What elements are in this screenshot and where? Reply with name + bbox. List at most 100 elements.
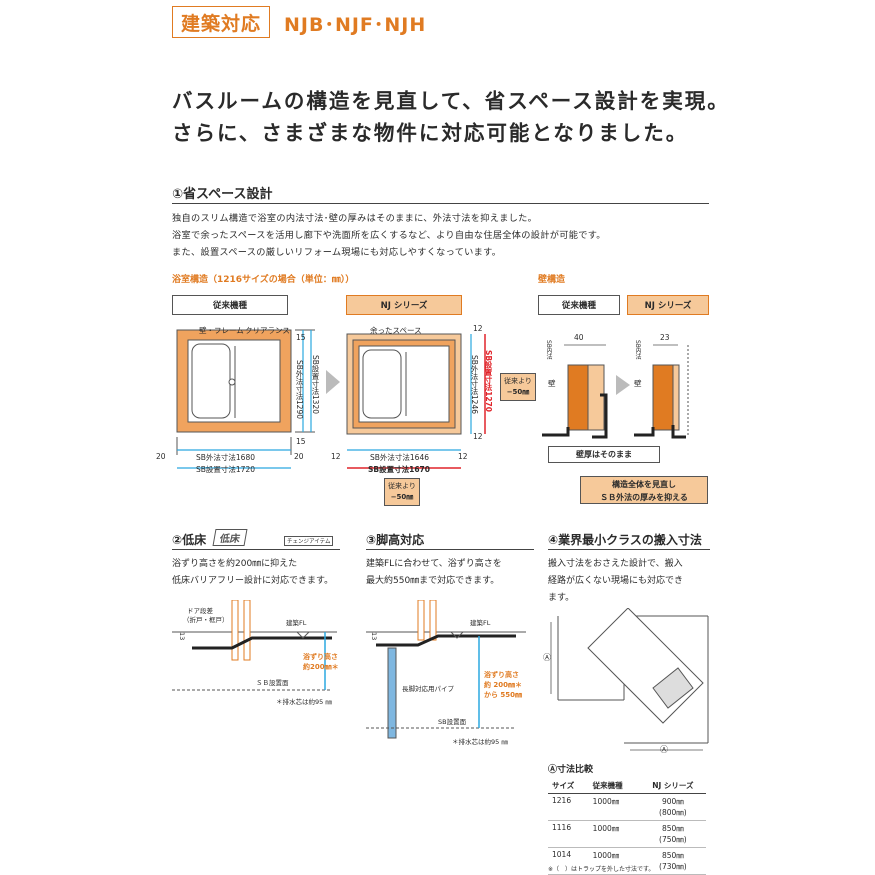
headline-line-2: さらに、さまざまな物件に対応可能となりました。: [172, 121, 689, 145]
nj-value-no-trap: (730㎜): [659, 862, 687, 871]
drain-note: ＊排水芯は約95 ㎜: [452, 738, 508, 746]
height-range-label: 浴ずり高さ 約 200㎜＊ から 550㎜: [484, 670, 522, 700]
sb-face-label: SB設置面: [438, 718, 467, 726]
divider: [548, 549, 710, 550]
arrow-right-icon: [326, 370, 340, 394]
table-row: 1116 1000㎜ 850㎜ (750㎜): [548, 820, 706, 848]
dim-20: 20: [294, 452, 304, 461]
nj-sb-outer-v: SB外法寸法1246: [470, 355, 479, 414]
badge-value: −50㎜: [390, 493, 414, 501]
low-floor-logo: 低床: [212, 529, 248, 546]
note-line: ＳＢ外法の厚みを抑える: [600, 493, 688, 502]
body-line: 浴室で余ったスペースを活用し廊下や洗面所を広くするなど、より自由な住居全体の設計…: [172, 230, 606, 241]
height-line: 約200㎜＊: [303, 663, 339, 671]
door-type-label: （折戸・框戸）: [183, 616, 229, 624]
dim-15: 15: [296, 437, 306, 446]
nj-value: 850㎜: [661, 824, 684, 833]
wall-label: 壁: [548, 379, 556, 388]
sb-face-label: ＳＢ設置面: [256, 679, 289, 687]
headline-line-1: バスルームの構造を見直して、省スペース設計を実現。: [172, 89, 730, 113]
leg-height-diagram: [366, 600, 526, 739]
wall-note-2: 構造全体を見直し ＳＢ外法の厚みを抑える: [580, 476, 708, 504]
door-step-label: ドア段差: [187, 607, 213, 615]
wall-conv-label: 従来機種: [538, 295, 620, 315]
building-fl-label: 建築FL: [286, 619, 307, 627]
wall-frame-label: 壁・フレーム: [199, 326, 244, 335]
table-cell: サイズ: [548, 778, 589, 794]
table-row: 1216 1000㎜ 900㎜(800㎜): [548, 793, 706, 821]
body-line: 浴ずり高さを約200㎜に抑えた: [172, 559, 298, 569]
section1-title: ①省スペース設計: [172, 187, 273, 202]
sb-install-h: SB設置寸法1720: [196, 465, 255, 474]
wall-label: 壁: [634, 379, 642, 388]
building-fl-label: 建築FL: [470, 619, 491, 627]
nj-value-no-trap: (800㎜): [659, 808, 687, 817]
table-cell: 1000㎜: [588, 820, 640, 848]
sb-install-v: SB設置寸法1320: [311, 355, 320, 414]
dim-12: 12: [473, 324, 483, 333]
wall-dim-23: 23: [660, 333, 670, 342]
table-cell: NJ シリーズ: [639, 778, 706, 794]
divider: [366, 549, 534, 550]
table-cell: 1000㎜: [588, 793, 640, 821]
section-tag: 建築対応: [172, 6, 270, 38]
headline: バスルームの構造を見直して、省スペース設計を実現。 さらに、さまざまな物件に対応…: [172, 85, 730, 149]
body-line: 搬入寸法をおさえた設計で、搬入: [548, 559, 683, 569]
body-line: 最大約550㎜まで対応できます。: [366, 576, 500, 586]
sb-inner-label: SB内法: [545, 340, 552, 360]
table-row: 1014 1000㎜ 850㎜(730㎜): [548, 847, 706, 875]
badge-text: 従来より: [504, 377, 532, 385]
section4-title: ④業界最小クラスの搬入寸法: [548, 533, 702, 547]
dim-12: 12: [458, 452, 468, 461]
badge-value: −50㎜: [506, 388, 530, 396]
conv-floor-diagram: [176, 329, 315, 469]
nj-sb-outer-h: SB外法寸法1646: [370, 453, 429, 462]
height-line: 浴ずり高さ: [303, 653, 338, 661]
height-label: 浴ずり高さ 約200㎜＊: [303, 652, 339, 672]
sb-outer-h: SB外法寸法1680: [196, 453, 255, 462]
table-cell: 1116: [548, 820, 589, 848]
pipe-label: 長脚対応用パイプ: [402, 685, 454, 693]
sb-outer-v: SB外法寸法1290: [295, 360, 304, 419]
body-line: 経路が広くない現場にも対応でき: [548, 576, 684, 586]
a-mark: Ⓐ: [660, 745, 668, 754]
section1-body: 独自のスリム構造で浴室の内法寸法･壁の厚みはそのままに、外法寸法を抑えました。 …: [172, 210, 606, 261]
table-cell: 従来機種: [588, 778, 640, 794]
divider: [172, 203, 709, 204]
nj-sb-install-h: SB設置寸法1670: [368, 465, 430, 474]
drain-note: ＊排水芯は約95 ㎜: [276, 698, 332, 706]
note-line: 構造全体を見直し: [612, 480, 676, 489]
section4-body: 搬入寸法をおさえた設計で、搬入 経路が広くない現場にも対応でき ます。: [548, 556, 683, 607]
dim-13: 13: [370, 632, 378, 641]
spare-space-label: 余ったスペース: [370, 326, 422, 335]
table-cell: 1000㎜: [588, 847, 640, 875]
conv-label: 従来機種: [172, 295, 288, 315]
nj-value: 900㎜: [661, 797, 684, 806]
table-header: サイズ 従来機種 NJ シリーズ: [548, 778, 706, 794]
wall-dim-40: 40: [574, 333, 584, 342]
table-cell: 900㎜ (800㎜): [639, 793, 706, 821]
height-line: 浴ずり高さ: [484, 671, 519, 679]
body-line: 低床バリアフリー設計に対応できます。: [172, 576, 334, 586]
reduction-badge: 従来より −50㎜: [500, 373, 536, 401]
section3-body: 建築FLに合わせて、浴ずり高さを 最大約550㎜まで対応できます。: [366, 556, 502, 590]
wall-diagram: [542, 344, 689, 439]
reduction-badge: 従来より −50㎜: [384, 478, 420, 506]
carry-in-diagram: [550, 608, 709, 751]
wall-caption: 壁構造: [538, 275, 566, 285]
dim-15: 15: [296, 333, 306, 342]
low-floor-diagram: [172, 600, 337, 691]
height-line: から 550㎜: [484, 691, 523, 699]
wall-nj-label: NJ シリーズ: [627, 295, 709, 315]
section3-title: ③脚高対応: [366, 533, 425, 547]
table-cell: 850㎜(730㎜): [639, 847, 706, 875]
divider: [172, 549, 340, 550]
section2-body: 浴ずり高さを約200㎜に抑えた 低床バリアフリー設計に対応できます。: [172, 556, 333, 590]
dim-12: 12: [473, 432, 483, 441]
nj-value-no-trap: (750㎜): [659, 835, 687, 844]
dim-12: 12: [331, 452, 341, 461]
compare-table: サイズ 従来機種 NJ シリーズ 1216 1000㎜ 900㎜(800㎜) 1…: [548, 778, 706, 875]
nj-sb-install-v: SB設置寸法1270: [484, 350, 493, 412]
dim-13: 13: [178, 632, 186, 641]
change-item-badge: チェンジアイテム: [284, 536, 334, 546]
